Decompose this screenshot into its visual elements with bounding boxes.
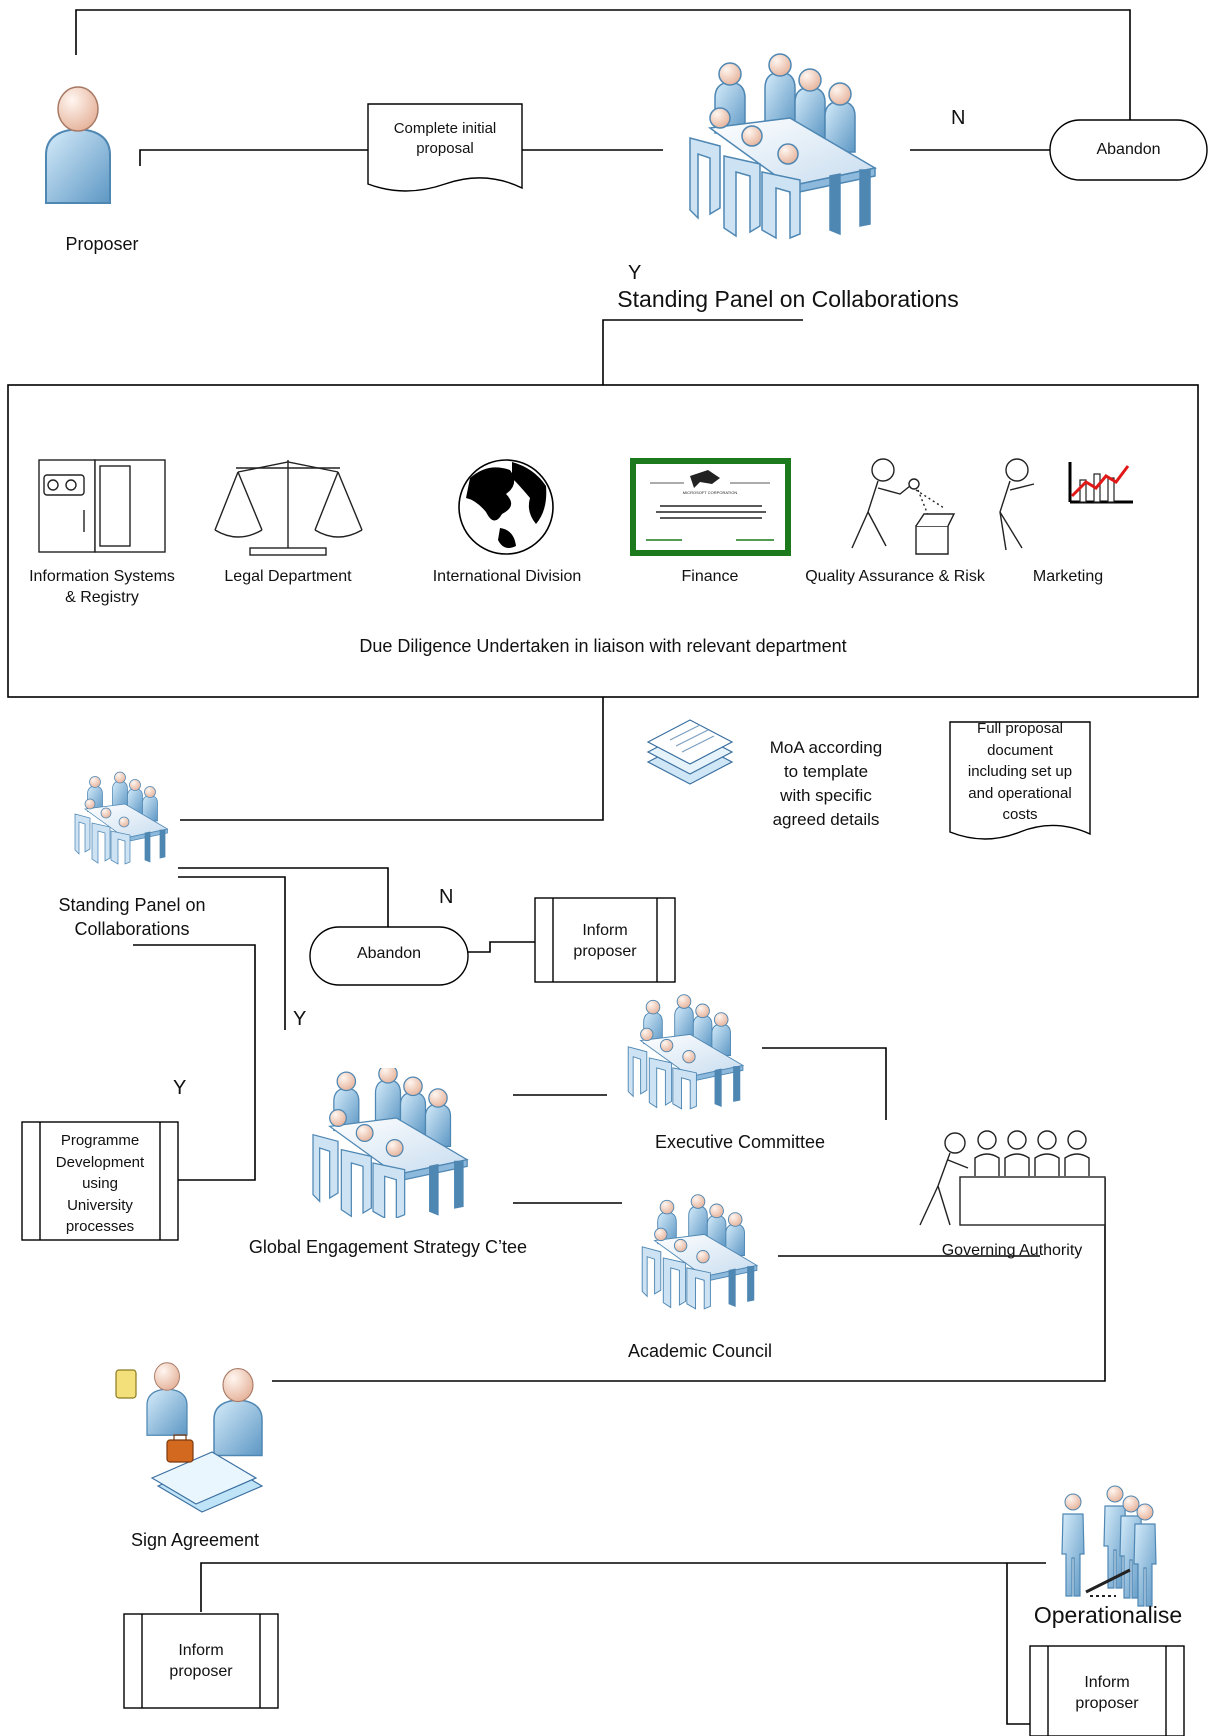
decision-y-mid: Y xyxy=(293,1008,307,1030)
standing-panel-top-icon xyxy=(689,53,876,239)
standing-panel-mid-label: Standing Panel on Collaborations xyxy=(58,895,206,939)
governing-authority-label: Governing Authority xyxy=(941,1242,1083,1259)
executive-committee-icon xyxy=(627,994,744,1110)
dept-label-international: International Division xyxy=(432,568,582,585)
proposer-icon xyxy=(44,85,112,205)
moa-label: MoA according to template with specific … xyxy=(769,738,883,829)
operationalise-people-icon xyxy=(1061,1485,1157,1607)
proposer-label: Proposer xyxy=(65,234,139,254)
dept-label-legal: Legal Department xyxy=(224,568,352,585)
abandon-mid-label: Abandon xyxy=(356,945,422,962)
server-rack-icon xyxy=(38,459,166,553)
sign-agreement-label: Sign Agreement xyxy=(130,1530,260,1550)
decision-y-top: Y xyxy=(628,262,642,284)
global-engagement-icon xyxy=(312,1068,468,1218)
scales-icon xyxy=(214,460,363,556)
sign-agreement-icon xyxy=(115,1361,264,1513)
executive-committee-label: Executive Committee xyxy=(654,1132,826,1152)
full-proposal-text: Full proposal document including set up … xyxy=(967,720,1073,823)
standing-panel-top-label: Standing Panel on Collaborations xyxy=(617,286,959,312)
full-proposal-document xyxy=(949,721,1091,840)
moa-document-stack-icon xyxy=(646,719,734,785)
due-diligence-box xyxy=(7,384,1199,698)
globe-icon xyxy=(458,459,554,555)
abandon-top-label: Abandon xyxy=(1096,141,1161,158)
inform-proposer-bottom-left-box[interactable] xyxy=(123,1613,279,1709)
academic-council-label: Academic Council xyxy=(627,1341,773,1361)
dept-label-quality: Quality Assurance & Risk xyxy=(805,568,985,585)
inform-bottom-right-text: Inform proposer xyxy=(1075,1674,1139,1712)
inform-bottom-left-text: Inform proposer xyxy=(169,1642,233,1680)
dept-label-marketing: Marketing xyxy=(1032,568,1104,585)
operationalise-label: Operationalise xyxy=(1033,1602,1183,1628)
dept-label-is-registry: Information Systems & Registry xyxy=(29,568,175,606)
decision-y-left: Y xyxy=(173,1077,187,1099)
due-diligence-caption: Due Diligence Undertaken in liaison with… xyxy=(359,636,847,656)
initial-proposal-document xyxy=(367,103,523,192)
programme-development-text: Programme Development using University p… xyxy=(55,1132,145,1235)
decision-n-mid: N xyxy=(439,886,454,908)
decision-n-top: N xyxy=(951,107,966,129)
inspector-icon xyxy=(851,458,956,555)
dept-label-finance: Finance xyxy=(681,568,739,585)
inform-proposer-mid-box[interactable] xyxy=(534,897,676,983)
connector-lines xyxy=(75,9,1131,1725)
standing-panel-mid-icon xyxy=(74,771,168,865)
abandon-mid-terminal[interactable] xyxy=(309,926,469,986)
svg-text:MICROSOFT CORPORATION: MICROSOFT CORPORATION xyxy=(683,490,738,495)
inform-mid-text: Inform proposer xyxy=(573,922,637,960)
certificate-icon: MICROSOFT CORPORATION xyxy=(630,458,791,556)
programme-development-box[interactable] xyxy=(21,1121,179,1241)
governing-authority-icon xyxy=(919,1130,1106,1226)
academic-council-icon xyxy=(641,1194,758,1310)
initial-proposal-text: Complete initial proposal xyxy=(393,120,497,157)
growth-chart-icon xyxy=(999,458,1133,551)
abandon-top-terminal[interactable] xyxy=(1049,119,1208,181)
inform-proposer-bottom-right-box[interactable] xyxy=(1029,1645,1185,1736)
global-engagement-label: Global Engagement Strategy C’tee xyxy=(248,1237,528,1257)
